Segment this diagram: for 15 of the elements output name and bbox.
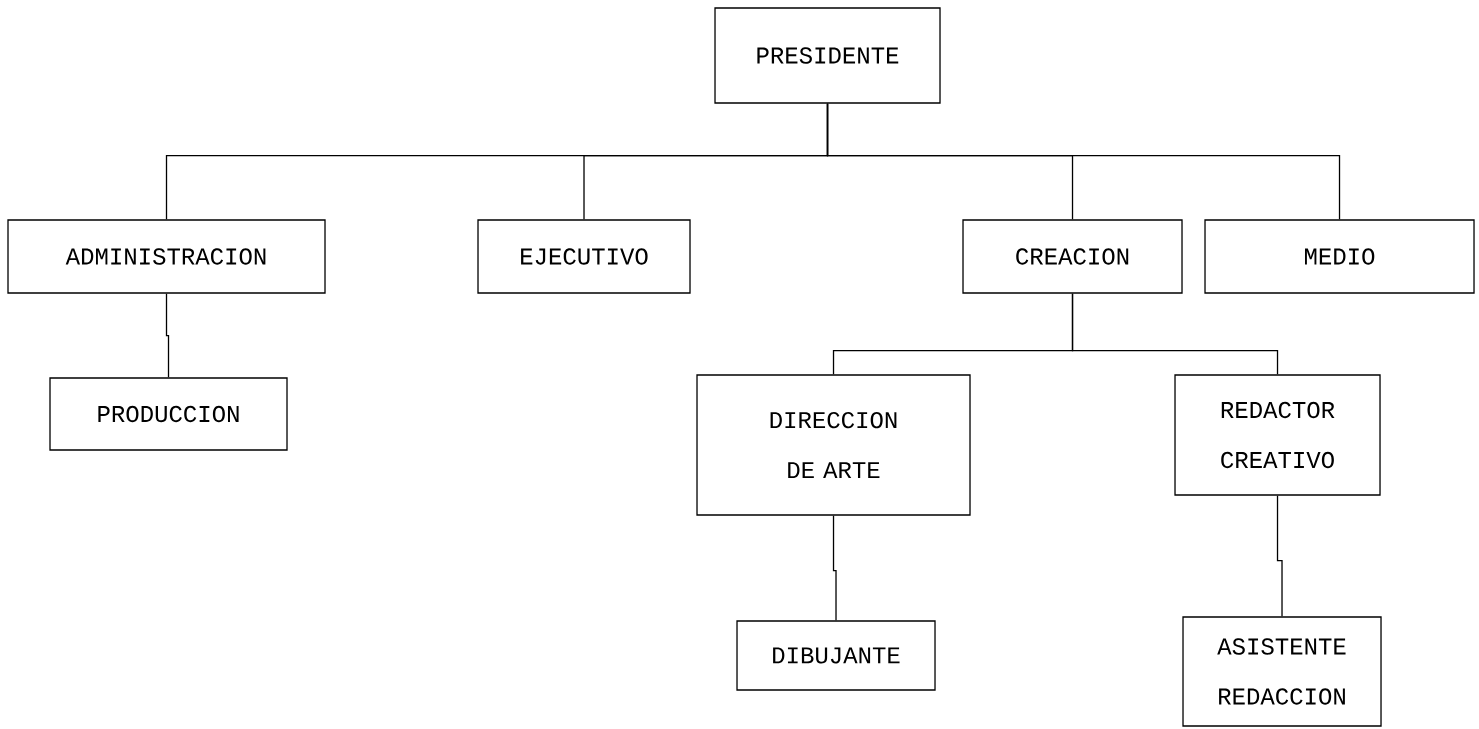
connector-line [1071,293,1279,375]
org-box: DIRECCION DE ARTE [696,374,971,516]
connector-line [1276,495,1283,617]
org-box: ADMINISTRACION [7,219,326,294]
org-box: DIBUJANTE [736,620,936,691]
org-box: MEDIO [1204,219,1475,294]
connector-line [832,515,837,621]
org-box: REDACTOR CREATIVO [1174,374,1381,496]
org-box: CREACION [962,219,1183,294]
connector-line [165,293,170,378]
org-box: PRODUCCION [49,377,288,451]
connector-line [826,103,1341,220]
org-box: EJECUTIVO [477,219,691,294]
org-box: ASISTENTE REDACCION [1182,616,1382,727]
org-box: PRESIDENTE [714,7,941,104]
